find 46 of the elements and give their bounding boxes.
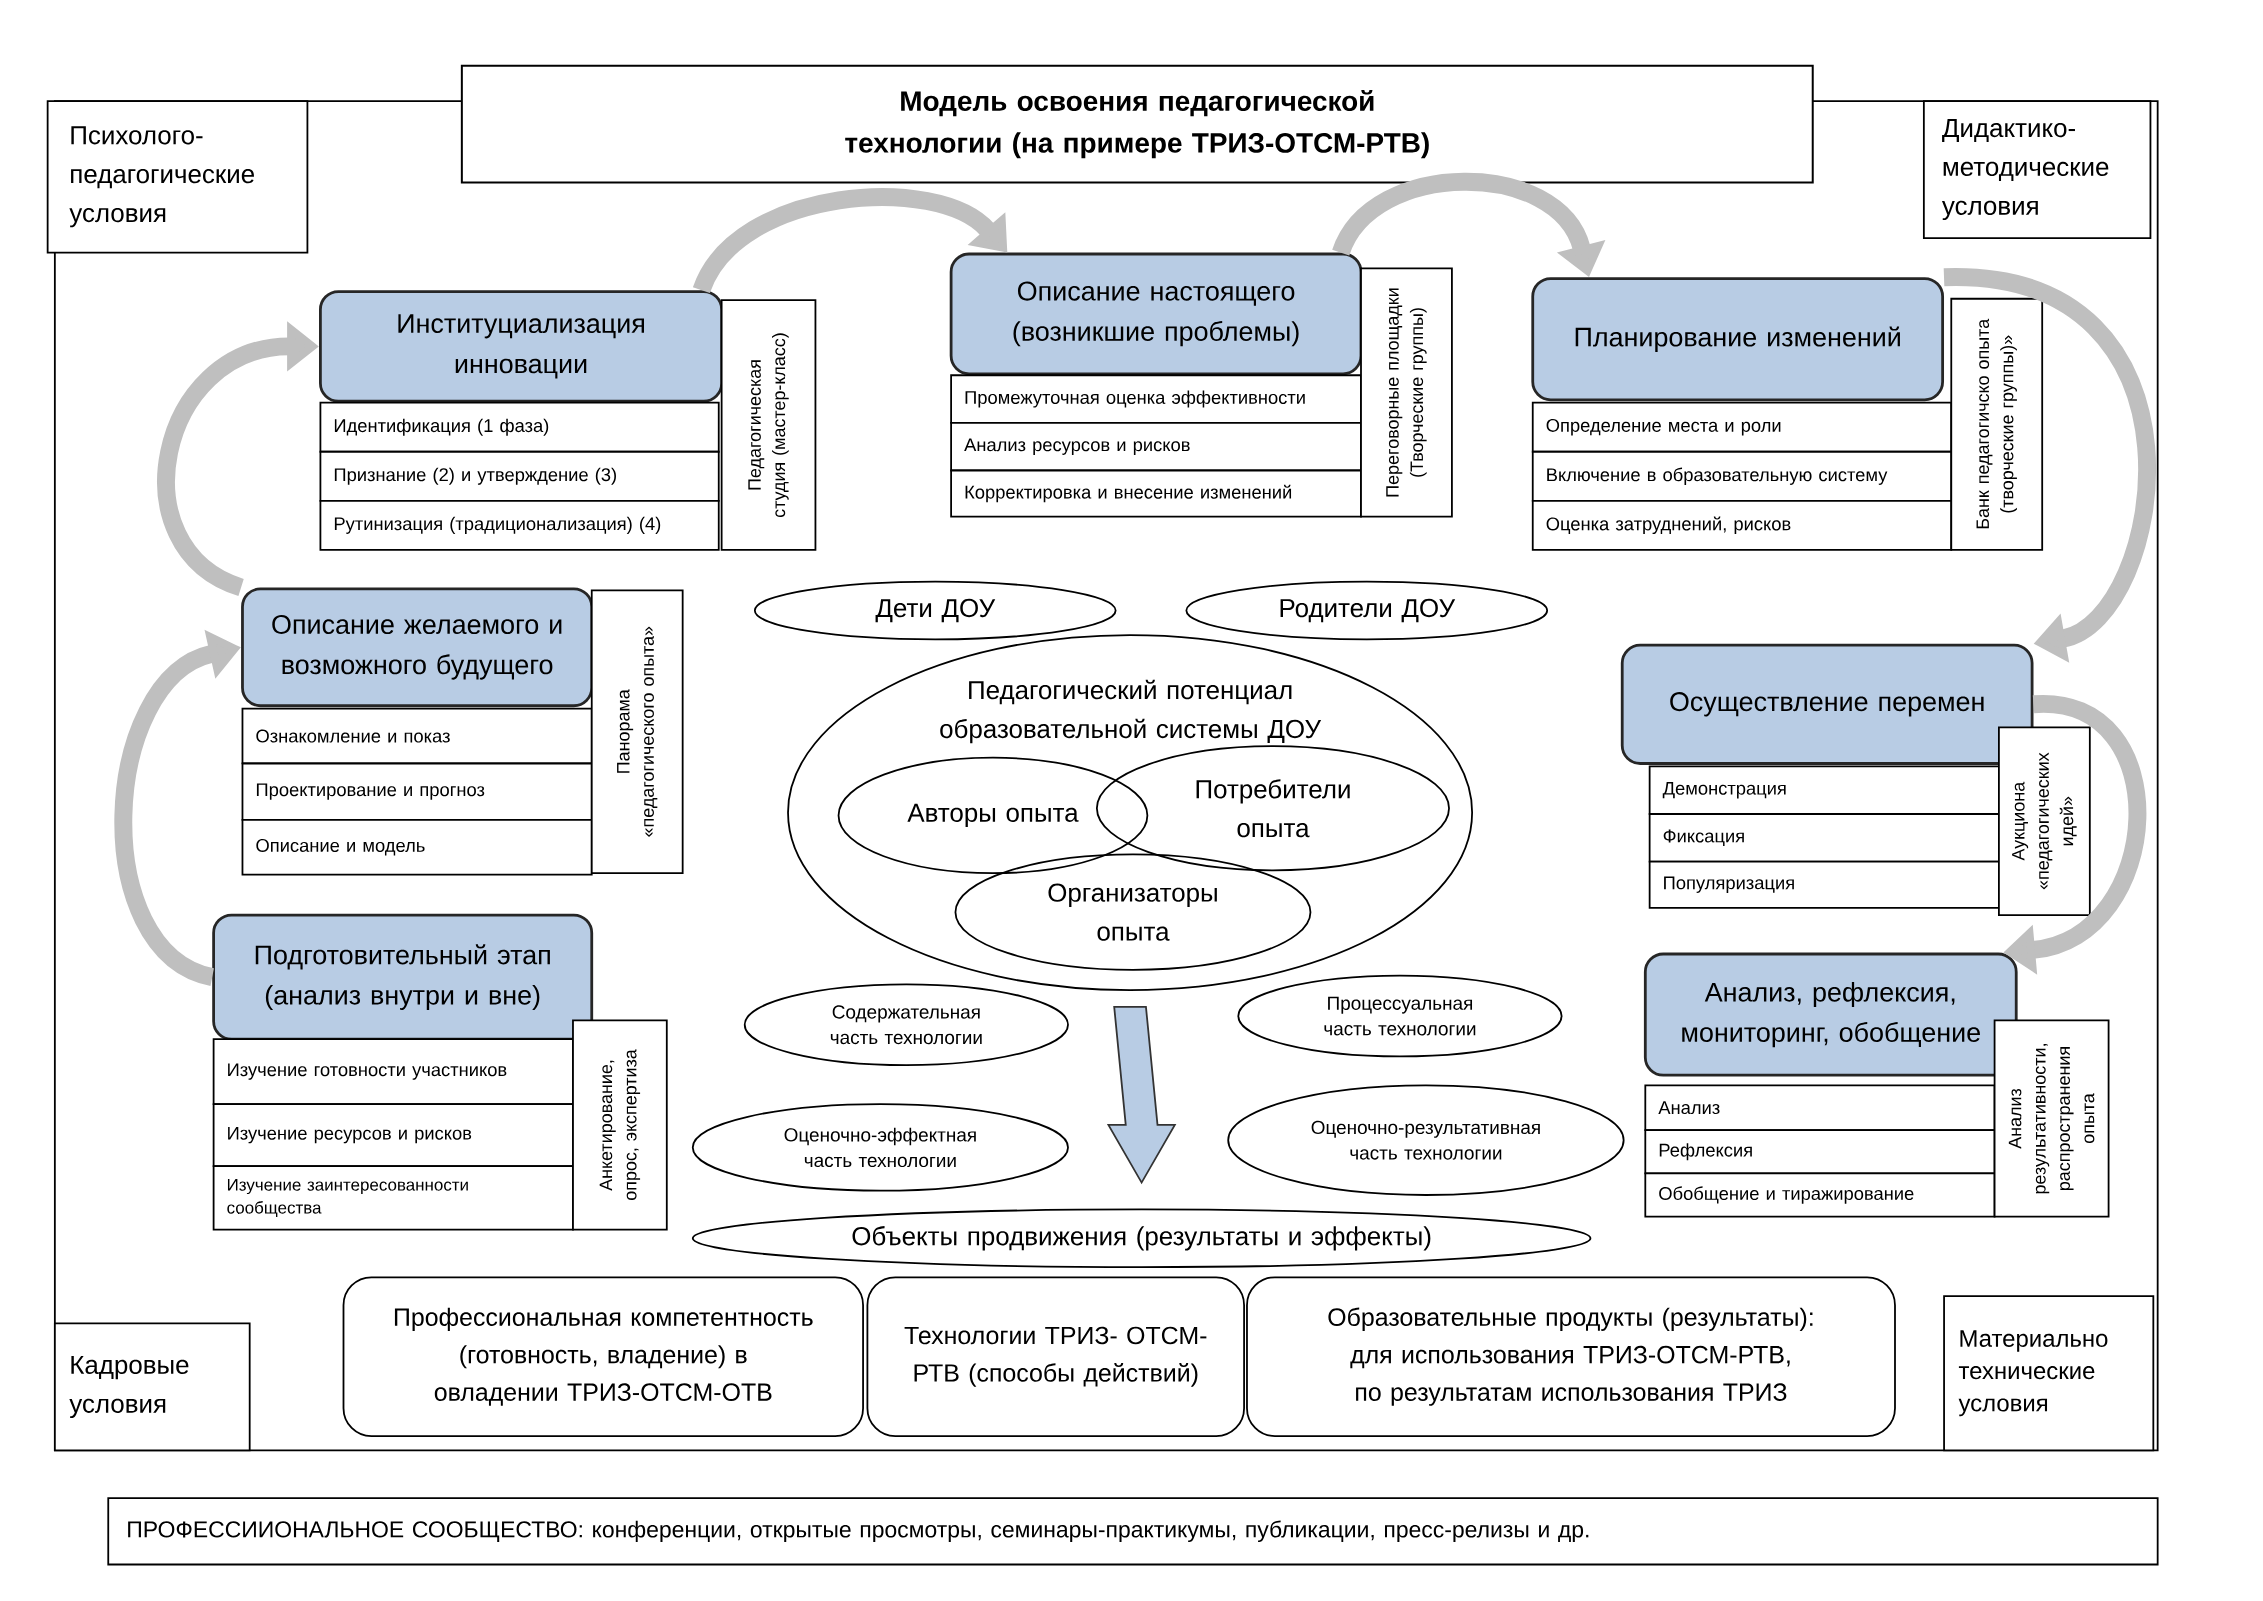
stage-box: Планирование изменений bbox=[1531, 277, 1944, 402]
step-box: Изучение заинтересованности сообщества bbox=[212, 1165, 574, 1231]
vertical-text-box: Аукциона «педагогических идей» bbox=[1998, 726, 2091, 917]
stage-box: Осуществление перемен bbox=[1620, 643, 2034, 766]
step-box: Демонстрация bbox=[1648, 765, 2000, 816]
step-box: Популяризация bbox=[1648, 860, 2000, 909]
step-box: Описание и модель bbox=[241, 819, 593, 876]
vertical-text-box: Анализ результативности, распространения опыта bbox=[1993, 1019, 2110, 1218]
vertical-text-box: Педагогическая студия (мастер-класс) bbox=[720, 299, 817, 551]
vertical-text-box: Панорама «педагогического опыта» bbox=[590, 589, 684, 875]
step-box: Изучение ресурсов и рисков bbox=[212, 1103, 574, 1168]
step-box: Фиксация bbox=[1648, 813, 2000, 863]
step-box: Анализ ресурсов и рисков bbox=[950, 422, 1362, 472]
step-box: Обобщение и тиражирование bbox=[1644, 1172, 1996, 1218]
stage-box: Анализ, рефлексия, мониторинг, обобщение bbox=[1643, 952, 2018, 1077]
stage-box: Институциализация инновации bbox=[319, 290, 724, 403]
stage-box: Описание желаемого и возможного будущего bbox=[241, 587, 594, 708]
step-box: Признание (2) и утверждение (3) bbox=[319, 451, 720, 502]
step-box: Определение места и роли bbox=[1531, 402, 1953, 453]
condition-box: Кадровые условия bbox=[53, 1322, 251, 1452]
stage-box: Подготовительный этап (анализ внутри и вне) bbox=[212, 913, 594, 1041]
result-box: Технологии ТРИЗ- ОТСМ-РТВ (способы действий) bbox=[866, 1276, 1245, 1438]
stage-box: Описание настоящего (возникшие проблемы) bbox=[949, 252, 1363, 376]
result-box: Образовательные продукты (результаты): для использования ТРИЗ-ОТСМ-РТВ, по результатам использования ТРИЗ bbox=[1246, 1276, 1896, 1438]
vertical-text-box: Банк педагогичско опыта (творческие группы)» bbox=[1950, 298, 2044, 551]
vertical-text-box: Анкетирование, опрос, экспертиза bbox=[572, 1019, 668, 1231]
vertical-text-box: Переговорные площадки (Творческие группы) bbox=[1360, 267, 1453, 518]
step-box: Ознакомление и показ bbox=[241, 707, 593, 765]
step-box: Промежуточная оценка эффективности bbox=[950, 374, 1362, 424]
block-arrow bbox=[1106, 1006, 1177, 1185]
step-box: Изучение готовности участников bbox=[212, 1038, 574, 1106]
condition-box: Материально технические условия bbox=[1943, 1295, 2155, 1452]
step-box: Рефлексия bbox=[1644, 1129, 1996, 1175]
condition-box: Дидактико-методические условия bbox=[1922, 100, 2152, 240]
banner-box: ПРОФЕССИИОНАЛЬНОЕ СООБЩЕСТВО: конференции, открытые просмотры, семинары-практикумы, публикации, пресс-релизы и др. bbox=[107, 1497, 2159, 1566]
step-box: Рутинизация (традиционализация) (4) bbox=[319, 500, 720, 551]
condition-box: Психолого-педагогические условия bbox=[46, 100, 309, 254]
step-box: Включение в образовательную систему bbox=[1531, 451, 1953, 502]
curved-arrow bbox=[693, 188, 1008, 295]
title-box: Модель освоения педагогической технологии (на примере ТРИЗ-ОТСМ-РТВ) bbox=[460, 64, 1814, 184]
step-box: Проектирование и прогноз bbox=[241, 762, 593, 821]
step-box: Идентификация (1 фаза) bbox=[319, 402, 720, 453]
step-box: Оценка затруднений, рисков bbox=[1531, 500, 1953, 551]
step-box: Анализ bbox=[1644, 1084, 1996, 1132]
step-box: Корректировка и внесение изменений bbox=[950, 469, 1362, 518]
result-box: Профессиональная компетентность (готовность, владение) в овладении ТРИЗ-ОТСМ-ОТВ bbox=[342, 1276, 864, 1438]
